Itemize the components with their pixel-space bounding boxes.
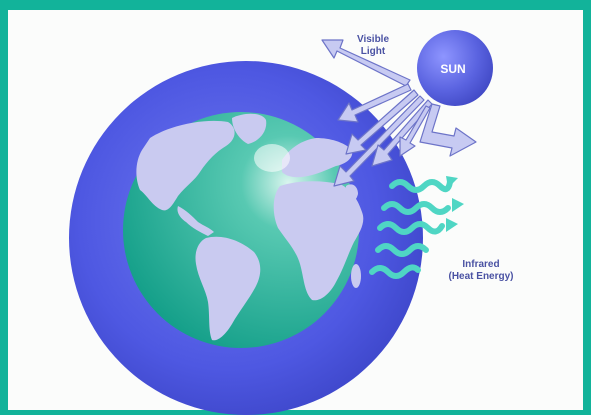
infrared-wave-4 [375,243,429,257]
infrared-arrowhead-1 [446,176,458,188]
madagascar-shape [351,264,361,288]
africa-shape [273,181,364,301]
south-america-shape [195,236,261,341]
infrared-wave-1 [389,179,453,193]
incoming-arrow-2 [345,89,419,155]
visible-light-label-line1: Visible [356,34,390,45]
earth-globe [123,112,364,348]
reflected-arrow-right [419,103,477,157]
infrared-label-line1: Infrared [462,259,500,270]
reflected-arrow-upleft [321,39,411,87]
visible-light-label: Visible Light [348,34,398,57]
infrared-arrowheads [446,176,464,232]
incoming-arrow-1 [337,83,412,123]
infrared-label-line2: (Heat Energy) [448,270,514,282]
infrared-wave-3 [377,221,445,235]
arabia-shape [346,184,358,203]
europe-shape [282,138,353,178]
infrared-label: Infrared (Heat Energy) [436,259,526,282]
infrared-wave-2 [381,201,451,215]
infrared-waves [369,179,453,279]
greenland-shape [232,113,267,144]
visible-light-label-line2: Light [360,45,386,57]
sun-disc [417,30,493,106]
incoming-arrow-3 [333,95,425,187]
reflected-arrow-mid [399,105,431,157]
infrared-arrowhead-3 [446,218,458,232]
sun-label: SUN [440,62,466,76]
north-america-shape [136,120,235,211]
infrared-wave-5 [369,264,421,279]
central-america-shape [177,206,214,236]
visible-light-arrows [321,39,477,187]
infrared-arrowhead-2 [452,198,464,212]
